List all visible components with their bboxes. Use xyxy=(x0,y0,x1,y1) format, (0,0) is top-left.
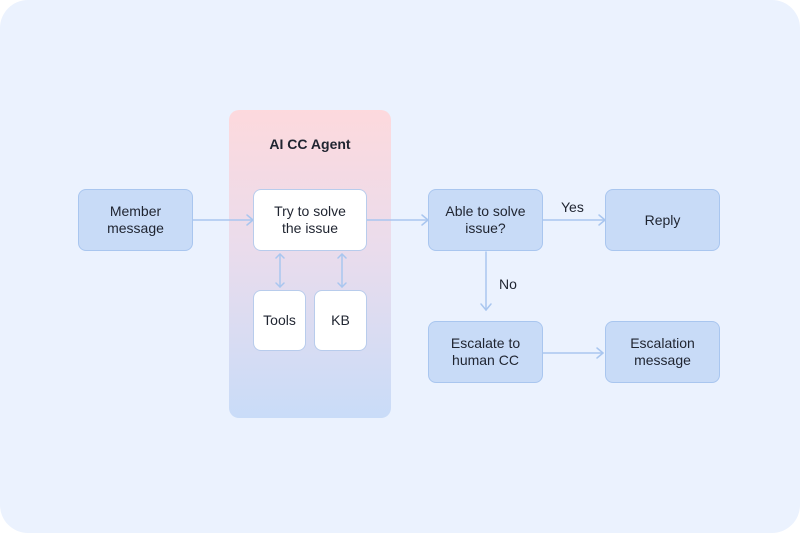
node-member-message: Member message xyxy=(78,189,193,251)
arrowhead-kb-down xyxy=(337,282,347,288)
node-reply: Reply xyxy=(605,189,720,251)
edge-label-no: No xyxy=(499,276,517,292)
node-able-to-solve: Able to solve issue? xyxy=(428,189,543,251)
node-member-message-label: Member message xyxy=(107,203,164,236)
node-try-to-solve: Try to solve the issue xyxy=(253,189,367,251)
node-try-to-solve-label: Try to solve the issue xyxy=(274,203,346,236)
node-tools: Tools xyxy=(253,290,306,351)
agent-panel-title: AI CC Agent xyxy=(269,136,351,152)
node-kb-label: KB xyxy=(331,312,350,328)
arrowhead-tools-down xyxy=(275,282,285,288)
edge-label-yes: Yes xyxy=(561,199,584,215)
node-escalate-label: Escalate to human CC xyxy=(450,335,521,368)
arrowhead-kb-up xyxy=(337,253,347,259)
arrowhead-able-to-escalate xyxy=(480,303,492,311)
node-tools-label: Tools xyxy=(263,312,296,328)
node-escalation-message-label: Escalation message xyxy=(630,335,695,368)
arrowhead-tools-up xyxy=(275,253,285,259)
node-kb: KB xyxy=(314,290,367,351)
ai-cc-agent-panel: AI CC Agent xyxy=(229,110,391,418)
node-reply-label: Reply xyxy=(644,211,681,228)
node-escalation-message: Escalation message xyxy=(605,321,720,383)
node-able-to-solve-label: Able to solve issue? xyxy=(445,203,526,236)
arrowhead-escalate-to-message xyxy=(596,347,604,359)
node-escalate: Escalate to human CC xyxy=(428,321,543,383)
